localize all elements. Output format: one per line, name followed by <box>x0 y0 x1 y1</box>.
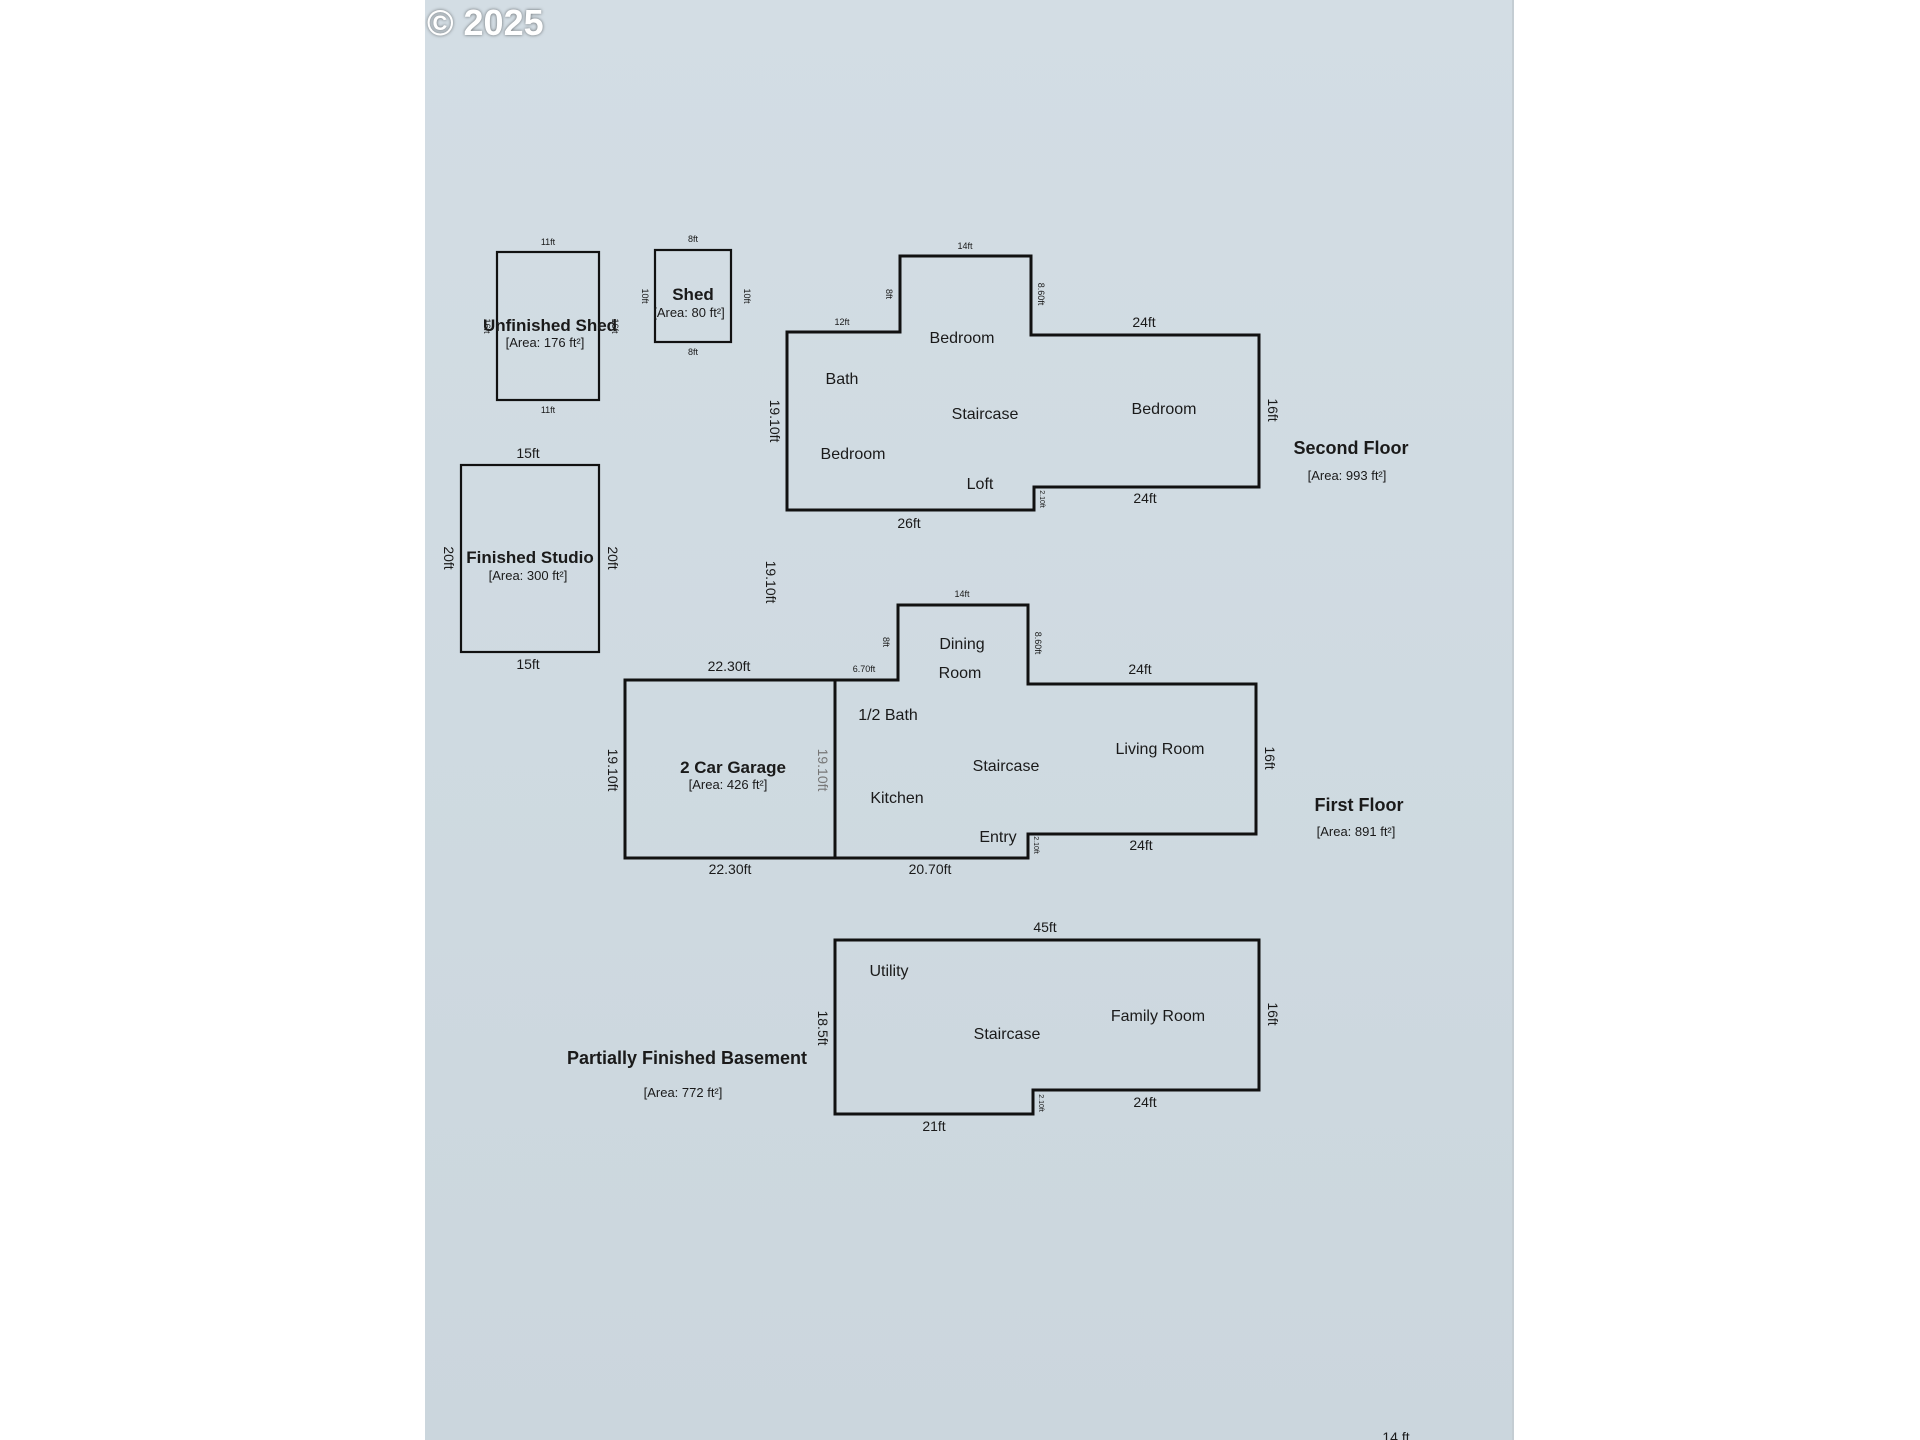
finished-studio-right-dim: 20ft <box>605 546 621 569</box>
first-floor-kitchen-label: Kitchen <box>870 790 923 807</box>
first-floor-right-dim: 16ft <box>1262 746 1278 769</box>
second-floor-bedroom-left-label: Bedroom <box>821 446 886 463</box>
shed-outline <box>653 248 733 344</box>
second-floor-bath-label: Bath <box>826 371 859 388</box>
first-floor-entry-label: Entry <box>979 829 1016 846</box>
second-floor-notch-dim: 2.10ft <box>1038 490 1045 508</box>
first-floor-living-room-label: Living Room <box>1116 741 1205 758</box>
second-floor-bottom-dim: 26ft <box>897 515 920 531</box>
finished-studio-title: Finished Studio <box>466 548 594 567</box>
finished-studio-area: [Area: 300 ft²] <box>489 568 568 583</box>
basement-notch-dim: 2.10ft <box>1037 1094 1044 1112</box>
garage-top-dim: 22.30ft <box>708 658 751 674</box>
basement-bottom-dim: 21ft <box>922 1118 945 1134</box>
unfinished-shed-outline <box>495 250 601 402</box>
basement-title: Partially Finished Basement <box>567 1048 807 1068</box>
unfinished-shed-top-dim: 11ft <box>541 237 556 247</box>
second-floor-upper-right-dim: 24ft <box>1132 314 1155 330</box>
finished-studio-left-dim: 20ft <box>441 546 457 569</box>
first-floor-dining-label: Dining <box>939 636 984 653</box>
first-floor-upper-right-dim: 24ft <box>1128 661 1151 677</box>
unfinished-shed-right-dim: 16ft <box>610 318 620 334</box>
second-floor-loft-label: Loft <box>967 476 994 493</box>
first-floor-title: First Floor <box>1315 795 1404 815</box>
garage-area: [Area: 426 ft²] <box>689 777 768 792</box>
garage-right-dim: 19.10ft <box>815 749 831 792</box>
basement-top-dim: 45ft <box>1033 919 1056 935</box>
corner-dimension-text: 14 ft <box>1382 1429 1409 1440</box>
first-floor-area: [Area: 891 ft²] <box>1317 824 1396 839</box>
first-floor-bottom-dim: 20.70ft <box>909 861 952 877</box>
first-floor-step-left-dim: 8ft <box>881 637 891 648</box>
unfinished-shed-title: Unfinished Shed <box>483 316 617 335</box>
shed: 8ft 8ft 10ft 10ft Shed [Area: 80 ft²] <box>640 234 752 357</box>
shed-left-dim: 10ft <box>640 288 650 304</box>
basement: 45ft 18.5ft 16ft 21ft 24ft 2.10ft Utilit… <box>567 919 1281 1134</box>
first-floor-staircase-label: Staircase <box>973 758 1040 775</box>
basement-right-dim: 16ft <box>1265 1002 1281 1025</box>
first-floor-upper-left-dim: 6.70ft <box>853 664 876 674</box>
garage-left-dim: 19.10ft <box>605 749 621 792</box>
shed-title: Shed <box>672 285 714 304</box>
basement-left-dim: 18.5ft <box>815 1010 831 1045</box>
second-floor: 14ft 12ft 8ft 8.60ft 24ft 16ft 19.10ft 2… <box>767 241 1409 531</box>
unfinished-shed-left-dim: 16ft <box>482 318 492 334</box>
first-floor-notch-dim: 2.10ft <box>1032 836 1039 854</box>
garage: 22.30ft 22.30ft 19.10ft 19.10ft 2 Car Ga… <box>605 658 837 877</box>
second-floor-bedroom-right-label: Bedroom <box>1132 401 1197 418</box>
finished-studio-outline <box>459 463 601 654</box>
second-floor-area: [Area: 993 ft²] <box>1308 468 1387 483</box>
second-floor-bottom-right-dim: 24ft <box>1133 490 1156 506</box>
second-floor-step-right-dim: 8.60ft <box>1036 283 1046 306</box>
unfinished-shed-area: [Area: 176 ft²] <box>506 335 585 350</box>
basement-family-room-label: Family Room <box>1111 1008 1205 1025</box>
finished-studio: 15ft 15ft 20ft 20ft Finished Studio [Are… <box>441 445 621 672</box>
basement-area: [Area: 772 ft²] <box>644 1085 723 1100</box>
basement-utility-label: Utility <box>869 963 908 980</box>
first-floor-top-dim: 14ft <box>954 589 970 599</box>
second-floor-title: Second Floor <box>1293 438 1408 458</box>
second-floor-right-dim: 16ft <box>1265 398 1281 421</box>
copyright-watermark: © 2025 <box>427 2 544 43</box>
first-floor-step-right-dim: 8.60ft <box>1033 632 1043 655</box>
finished-studio-top-dim: 15ft <box>516 445 539 461</box>
second-floor-outline <box>785 254 1261 512</box>
second-floor-top-dim: 14ft <box>957 241 973 251</box>
between-floors-dim: 19.10ft <box>763 561 779 604</box>
second-floor-staircase-label: Staircase <box>952 406 1019 423</box>
unfinished-shed-bottom-dim: 11ft <box>541 405 556 415</box>
finished-studio-bottom-dim: 15ft <box>516 656 539 672</box>
garage-bottom-dim: 22.30ft <box>709 861 752 877</box>
basement-staircase-label: Staircase <box>974 1026 1041 1043</box>
first-floor-dining-label-line2: Room <box>939 665 982 682</box>
shed-area: [Area: 80 ft²] <box>653 305 725 320</box>
second-floor-left-dim: 19.10ft <box>767 400 783 443</box>
first-floor-half-bath-label: 1/2 Bath <box>858 707 918 724</box>
first-floor-bottom-right-dim: 24ft <box>1129 837 1152 853</box>
floor-plan-paper <box>425 0 1514 1440</box>
first-floor: 14ft 8ft 8.60ft 6.70ft 24ft 16ft 20.70ft… <box>833 589 1404 877</box>
second-floor-upper-left-dim: 12ft <box>834 317 850 327</box>
shed-right-dim: 10ft <box>742 288 752 304</box>
basement-outline <box>833 938 1261 1116</box>
basement-bottom-right-dim: 24ft <box>1133 1094 1156 1110</box>
shed-bottom-dim: 8ft <box>688 347 699 357</box>
shed-top-dim: 8ft <box>688 234 699 244</box>
unfinished-shed: 11ft 11ft 16ft 16ft Unfinished Shed [Are… <box>482 237 620 415</box>
garage-title: 2 Car Garage <box>680 758 786 777</box>
first-floor-outline <box>833 603 1258 860</box>
second-floor-bedroom-top-label: Bedroom <box>930 330 995 347</box>
second-floor-step-left-dim: 8ft <box>884 289 894 300</box>
